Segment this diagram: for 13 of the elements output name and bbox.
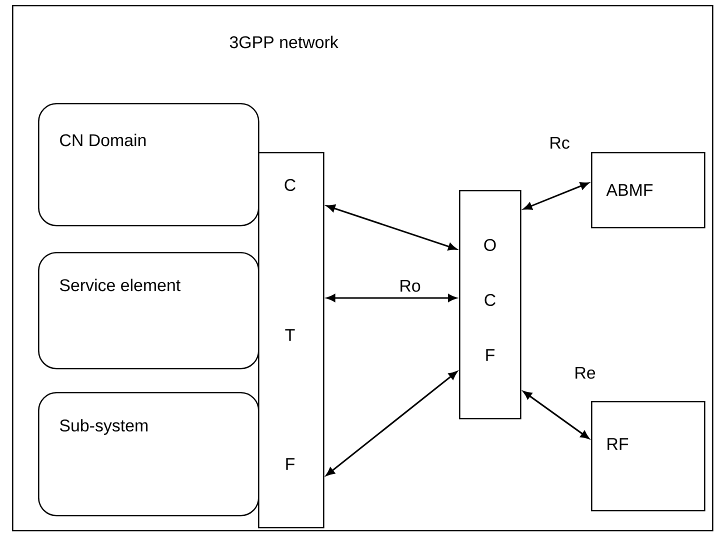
function-box: RF: [591, 401, 706, 512]
edge-label: Re: [573, 366, 597, 380]
function-box: O C F: [459, 190, 522, 420]
domain-box: CN Domain: [38, 103, 260, 226]
arrow: [326, 371, 458, 476]
arrow: [523, 182, 589, 210]
edge-label: Rc: [548, 136, 571, 150]
arrow: [326, 204, 457, 250]
edge-label: Ro: [398, 278, 422, 293]
function-box: ABMF: [591, 152, 706, 228]
arrow: [326, 294, 457, 302]
arrow: [522, 390, 590, 440]
function-box: C T F: [258, 152, 324, 528]
